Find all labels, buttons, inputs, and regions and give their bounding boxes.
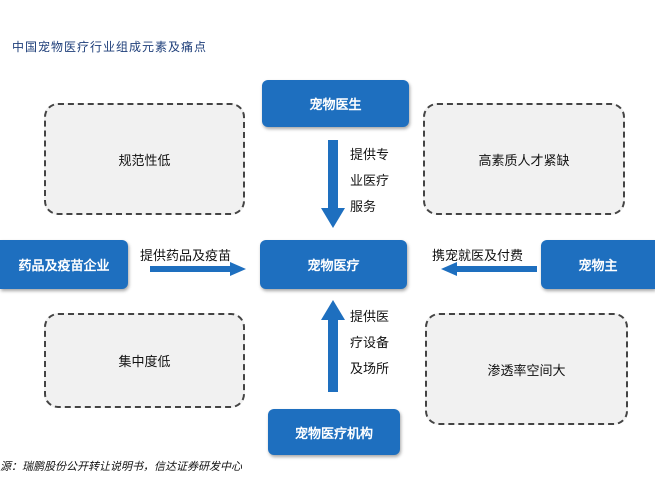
- node-label: 宠物医疗机构: [294, 426, 373, 442]
- flow-label-top: 提供专 业医疗 服务: [350, 143, 400, 221]
- pain-point-bottom-right: 渗透率空间大: [425, 313, 628, 425]
- node-drug-vaccine-company: 药品及疫苗企业: [0, 240, 128, 289]
- node-pet-medical-institution: 宠物医疗机构: [268, 409, 400, 455]
- arrow-left-icon: [441, 262, 537, 276]
- node-label: 宠物医生: [309, 98, 362, 113]
- flow-label-line: 疗设备: [350, 336, 390, 351]
- flow-label-line: 业医疗: [350, 174, 390, 189]
- flow-label-line: 服务: [350, 200, 377, 215]
- flow-label-bottom: 提供医 疗设备 及场所: [350, 305, 400, 383]
- node-label: 宠物主: [578, 259, 618, 274]
- pain-point-bottom-left: 集中度低: [44, 313, 245, 408]
- flow-label-line: 及场所: [350, 362, 390, 377]
- node-label: 药品及疫苗企业: [18, 259, 110, 274]
- pain-point-label: 高素质人才紧缺: [478, 153, 570, 169]
- node-pet-medical: 宠物医疗: [260, 240, 407, 289]
- node-pet-doctor: 宠物医生: [262, 80, 409, 127]
- pain-point-label: 规范性低: [118, 153, 171, 169]
- arrow-right-icon: [150, 262, 246, 276]
- flow-label-left: 提供药品及疫苗: [140, 249, 232, 264]
- flow-label-right: 携宠就医及付费: [432, 249, 524, 264]
- flow-label-line: 提供医: [350, 310, 390, 325]
- pain-point-label: 集中度低: [118, 355, 171, 370]
- source-note: 源：瑞鹏股份公开转让说明书，信达证券研发中心: [0, 460, 242, 473]
- flow-label-line: 提供专: [350, 148, 390, 163]
- pain-point-top-left: 规范性低: [44, 103, 245, 215]
- pain-point-top-right: 高素质人才紧缺: [423, 103, 625, 215]
- arrow-up-icon: [321, 300, 345, 392]
- node-label: 宠物医疗: [307, 259, 360, 274]
- diagram-title: 中国宠物医疗行业组成元素及痛点: [12, 40, 208, 54]
- arrow-down-icon: [321, 140, 345, 228]
- node-pet-owner: 宠物主: [541, 240, 655, 289]
- pain-point-label: 渗透率空间大: [487, 363, 566, 379]
